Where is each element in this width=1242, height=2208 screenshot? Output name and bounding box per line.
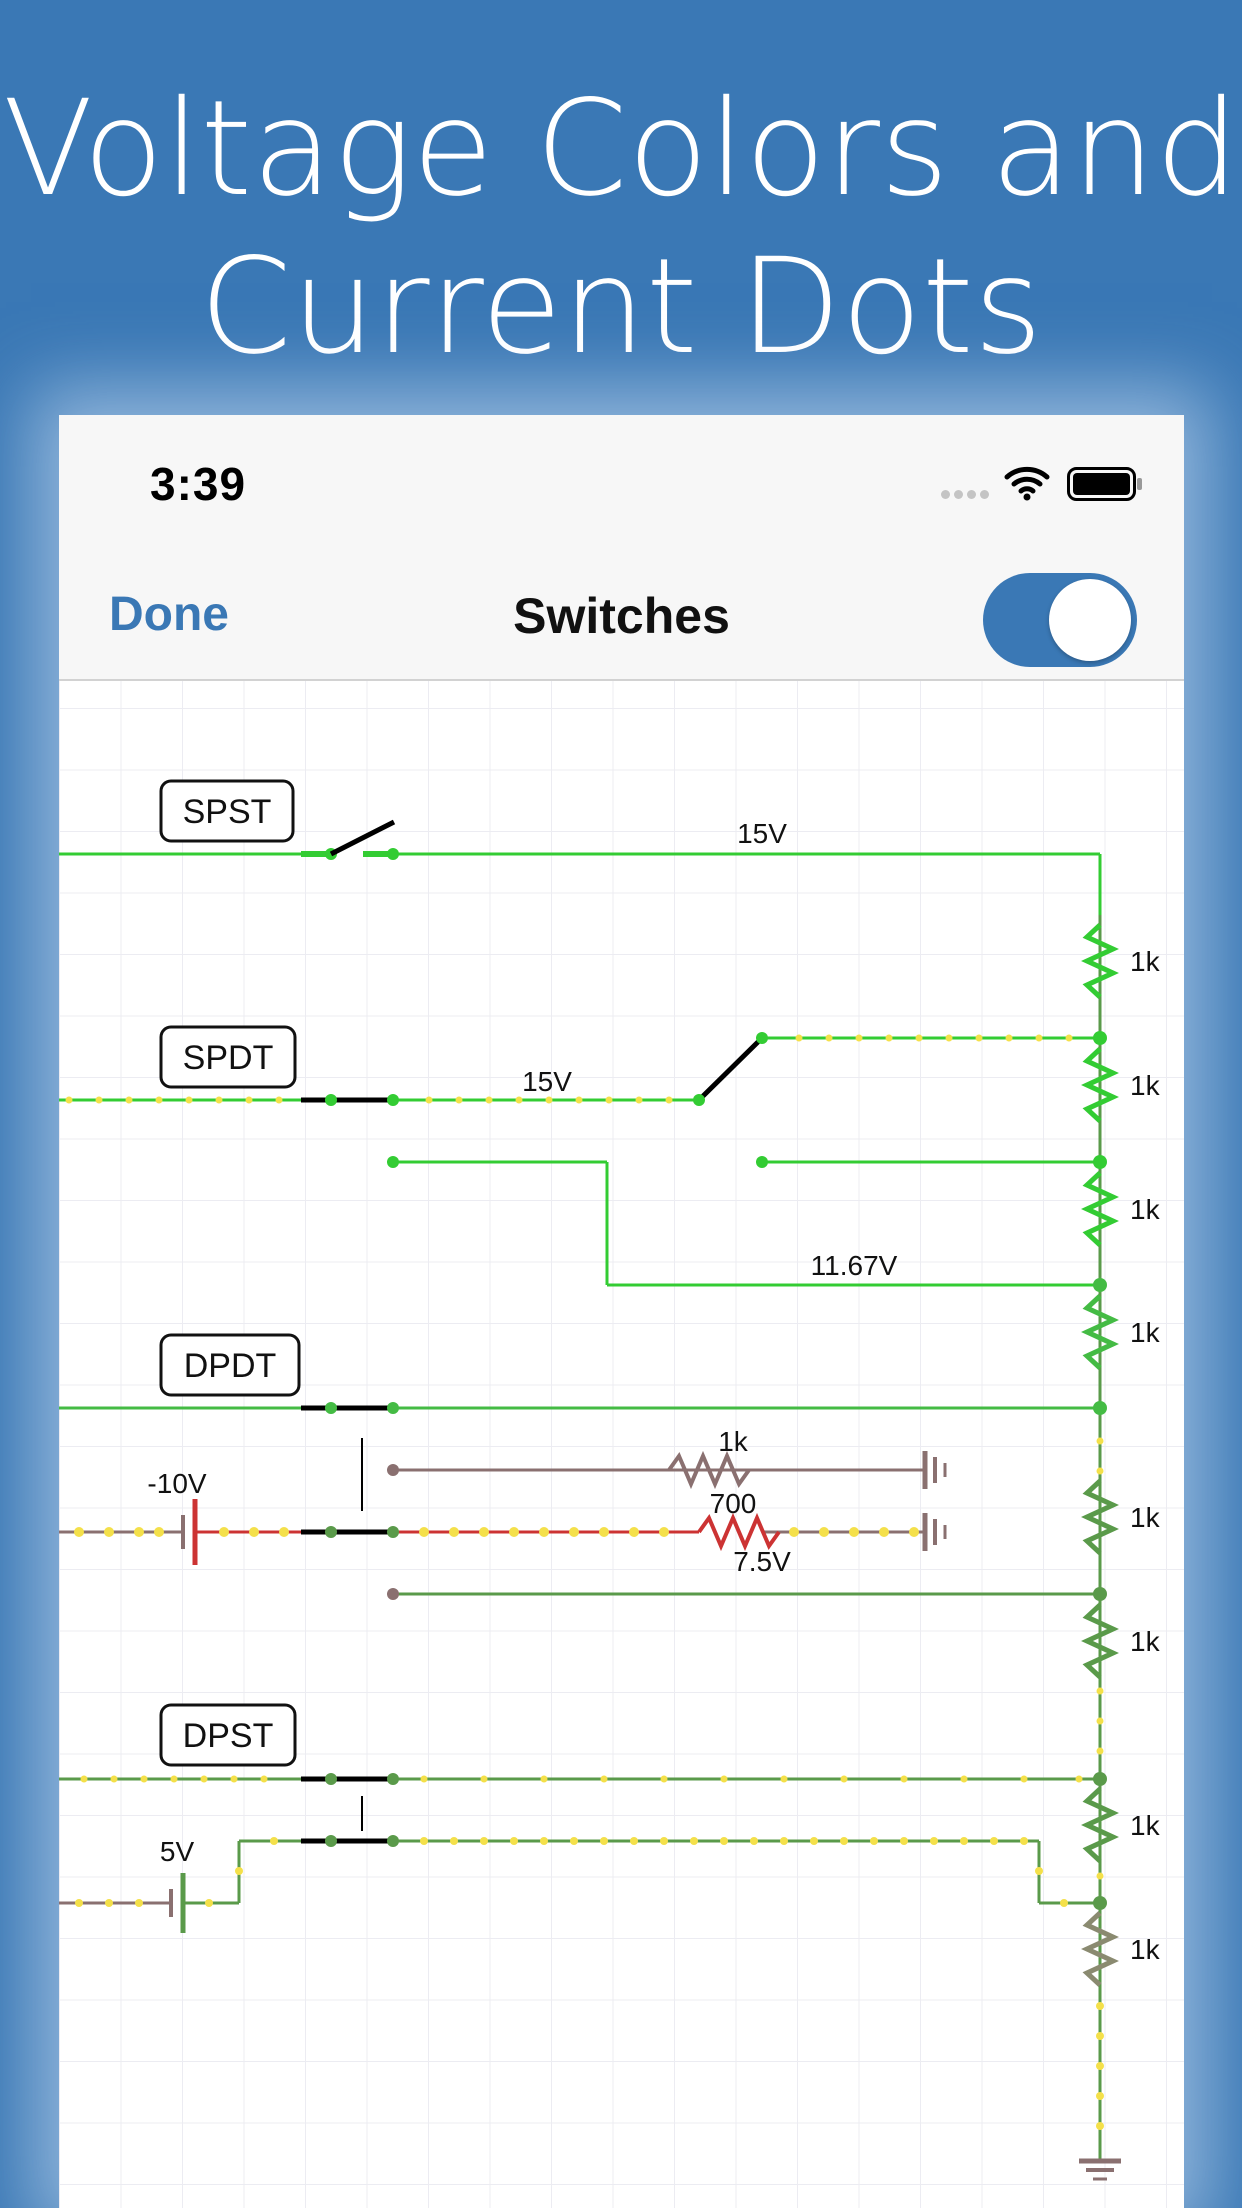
- resistor-label-5: 1k: [1130, 1502, 1161, 1533]
- simulation-toggle[interactable]: [983, 573, 1137, 667]
- resistor-ladder: [1079, 915, 1121, 2181]
- voltage-label-mid: 11.67V: [811, 1250, 898, 1281]
- resistor-label-mid-700: 700: [710, 1488, 757, 1519]
- voltage-label-spdt: 15V: [522, 1066, 572, 1097]
- resistor-label-1: 1k: [1130, 946, 1161, 977]
- dpdt-label: DPDT: [159, 1333, 301, 1397]
- spdt-label: SPDT: [159, 1025, 297, 1089]
- resistor-label-4: 1k: [1130, 1317, 1161, 1348]
- navigation-bar: Done Switches: [59, 545, 1184, 681]
- wifi-icon: [1004, 466, 1050, 501]
- spdt-label-text: SPDT: [183, 1039, 274, 1077]
- status-bar: 3:39: [59, 415, 1184, 545]
- voltage-label-top: 15V: [737, 818, 787, 849]
- circuit-canvas[interactable]: SPST SPDT DPDT DPST 15V 15V 11.67V -10V …: [59, 681, 1184, 2208]
- resistor-label-3: 1k: [1130, 1194, 1161, 1225]
- toggle-knob: [1049, 579, 1131, 661]
- battery-icon: [1067, 467, 1142, 501]
- voltage-label-resistor: 7.5V: [733, 1546, 791, 1577]
- status-time: 3:39: [150, 458, 247, 510]
- dpdt-label-text: DPDT: [184, 1347, 277, 1385]
- nav-title: Switches: [513, 588, 730, 644]
- circuit-diagram: SPST SPDT DPDT DPST 15V 15V 11.67V -10V …: [59, 779, 1161, 2181]
- resistor-label-8: 1k: [1130, 1934, 1161, 1965]
- headline-line-1: Voltage Colors and: [2, 72, 1240, 226]
- spst-wire: [59, 819, 1102, 915]
- dpst-wires: [59, 1773, 1100, 1933]
- resistor-label-2: 1k: [1130, 1070, 1161, 1101]
- current-dots: [65, 1034, 1104, 2130]
- spdt-wires: [59, 1032, 1100, 1287]
- dpst-label-text: DPST: [183, 1717, 274, 1755]
- phone-screen: 3:39 Done Switches: [59, 415, 1184, 2208]
- resistor-label-mid-1k: 1k: [718, 1426, 749, 1457]
- headline: Voltage Colors and Current Dots: [0, 70, 1242, 386]
- spst-label: SPST: [159, 779, 295, 843]
- headline-line-2: Current Dots: [199, 230, 1043, 384]
- resistor-label-7: 1k: [1130, 1810, 1161, 1841]
- dpst-label: DPST: [159, 1703, 297, 1767]
- resistor-label-6: 1k: [1130, 1626, 1161, 1657]
- spst-label-text: SPST: [183, 793, 272, 831]
- dpdt-wires: [59, 1402, 1100, 1600]
- voltage-label-five: 5V: [160, 1836, 195, 1867]
- voltage-label-negative: -10V: [147, 1468, 206, 1499]
- cellular-signal-icon: [941, 486, 993, 504]
- done-button[interactable]: Done: [109, 588, 229, 641]
